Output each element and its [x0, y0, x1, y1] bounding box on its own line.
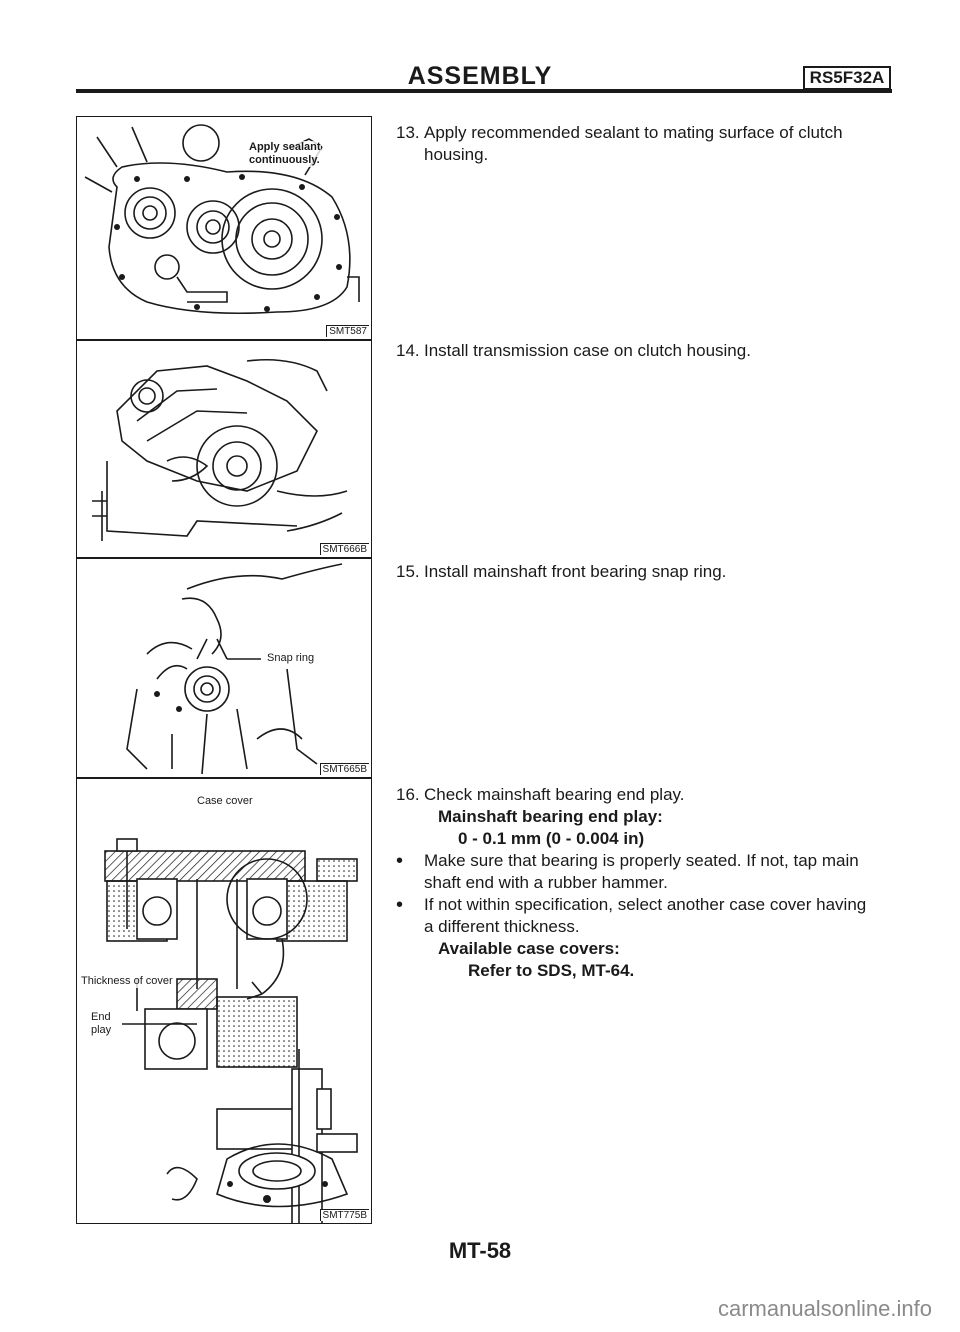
step-14: 14. Install transmission case on clutch …	[396, 340, 896, 362]
step-text-line: Install mainshaft front bearing snap rin…	[424, 562, 727, 581]
clutch-housing-illustration	[84, 124, 360, 315]
step-16: 16. Check mainshaft bearing end play.	[396, 784, 896, 806]
snap-ring-illustration	[126, 563, 343, 775]
figure-snap-ring: Snap ring SMT665B	[76, 558, 372, 778]
bullet-item: • If not within specification, select an…	[396, 894, 896, 938]
callout-thickness-of-cover: Thickness of cover	[81, 975, 173, 988]
callout-snap-ring: Snap ring	[267, 652, 315, 665]
figure-install-case: SMT666B	[76, 340, 372, 558]
spec-label: Mainshaft bearing end play:	[438, 807, 663, 826]
step-number: 14.	[396, 341, 420, 360]
figure-code: SMT775B	[319, 1209, 369, 1221]
bullet-text-line: a different thickness.	[424, 917, 580, 936]
step-text-line: Apply recommended sealant to mating surf…	[424, 123, 843, 142]
bullet-icon: •	[396, 894, 404, 916]
watermark: carmanualsonline.info	[717, 1296, 932, 1321]
step-number: 16.	[396, 785, 420, 804]
step-number: 13.	[396, 123, 420, 142]
bullet-text-line: If not within specification, select anot…	[424, 895, 867, 914]
bullet-text-line: shaft end with a rubber hammer.	[424, 873, 668, 892]
bullet-item: • Make sure that bearing is properly sea…	[396, 850, 896, 894]
page-number: MT-58	[448, 1238, 512, 1263]
model-code-badge: RS5F32A	[803, 66, 891, 90]
step-text-line: Install transmission case on clutch hous…	[424, 341, 751, 360]
figure-code: SMT665B	[319, 763, 369, 775]
callout-case-cover: Case cover	[197, 795, 253, 808]
step-15: 15. Install mainshaft front bearing snap…	[396, 561, 896, 583]
header-divider	[76, 89, 892, 93]
step-text-line: Check mainshaft bearing end play.	[424, 785, 685, 804]
figure-code: SMT587	[326, 325, 369, 337]
figure-code: SMT666B	[319, 543, 369, 555]
step-13: 13. Apply recommended sealant to mating …	[396, 122, 896, 166]
bullet-text-line: Make sure that bearing is properly seate…	[424, 851, 859, 870]
available-covers-value: Refer to SDS, MT-64.	[468, 961, 635, 980]
end-play-illustration	[104, 838, 358, 1223]
bullet-icon: •	[396, 850, 404, 872]
figure-end-play: Case cover Thickness of cover End play S…	[76, 778, 372, 1224]
callout-end-play: End play	[91, 1011, 112, 1037]
available-covers-label: Available case covers:	[438, 939, 620, 958]
step-text-line: housing.	[424, 145, 489, 164]
page-title: ASSEMBLY	[407, 62, 553, 90]
figure-sealant-application: Apply sealant continuously. SMT587	[76, 116, 372, 340]
transmission-case-illustration	[92, 358, 348, 541]
spec-value: 0 - 0.1 mm (0 - 0.004 in)	[458, 829, 645, 848]
callout-apply-sealant: Apply sealant continuously.	[249, 141, 321, 167]
step-number: 15.	[396, 562, 420, 581]
